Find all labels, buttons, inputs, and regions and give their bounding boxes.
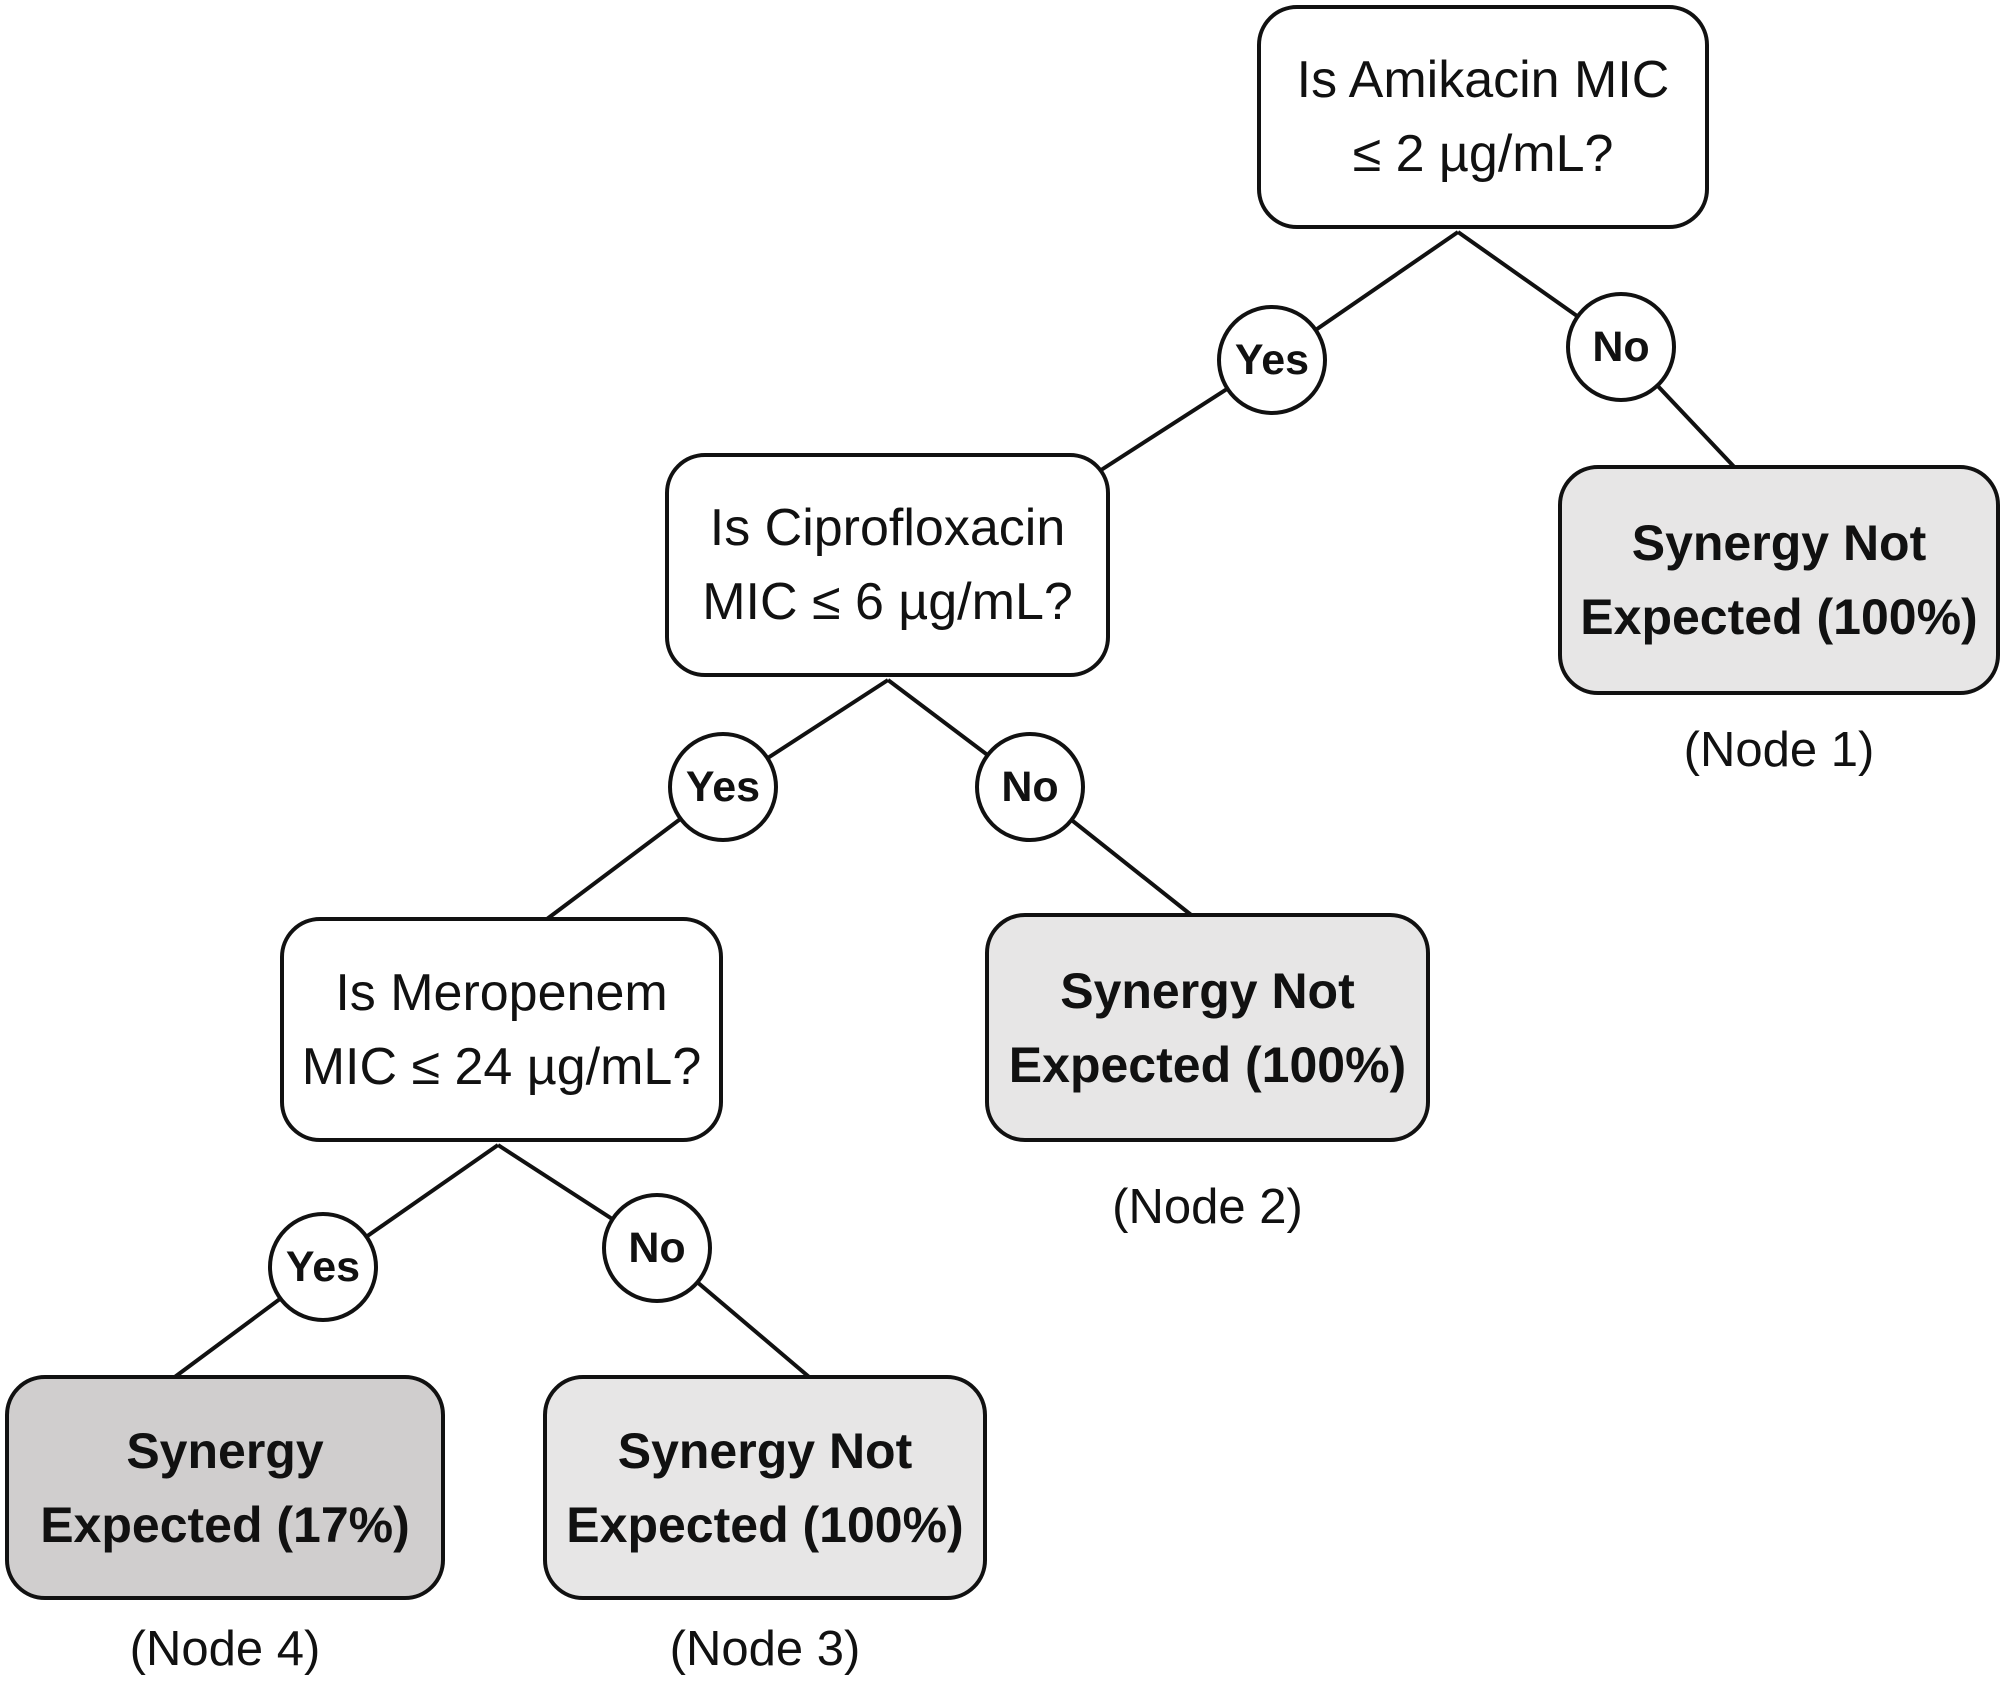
question-node-ciprofloxacin: Is Ciprofloxacin MIC ≤ 6 µg/mL? [665, 453, 1110, 677]
question-text-line: ≤ 2 µg/mL? [1352, 125, 1614, 183]
outcome-node-3: Synergy Not Expected (100%) [543, 1375, 987, 1600]
outcome-text-line: Expected (100%) [566, 1496, 964, 1553]
outcome-text-line: Synergy Not [1060, 962, 1355, 1019]
outcome-text-line: Expected (17%) [40, 1496, 410, 1553]
outcome-text-line: Synergy [126, 1422, 324, 1479]
outcome-text-line: Synergy Not [1631, 515, 1927, 571]
branch-no-1: No [1566, 292, 1676, 402]
outcome-text-line: Expected (100%) [1008, 1036, 1407, 1093]
question-node-meropenem: Is Meropenem MIC ≤ 24 µg/mL? [280, 917, 723, 1142]
question-text-line: Is Amikacin MIC [1296, 51, 1670, 109]
outcome-text-line: Synergy Not [617, 1422, 913, 1479]
question-text-line: MIC ≤ 6 µg/mL? [702, 573, 1073, 631]
branch-no-3: No [602, 1193, 712, 1303]
question-node-amikacin: Is Amikacin MIC ≤ 2 µg/mL? [1257, 5, 1709, 229]
outcome-node-2: Synergy Not Expected (100%) [985, 913, 1430, 1142]
node-4-label: (Node 4) [129, 1622, 321, 1676]
branch-no-2: No [975, 732, 1085, 842]
node-1-label: (Node 1) [1683, 723, 1875, 777]
node-2-label: (Node 2) [1112, 1180, 1303, 1234]
question-text-line: Is Ciprofloxacin [709, 499, 1066, 557]
branch-yes-3: Yes [268, 1212, 378, 1322]
branch-yes-1: Yes [1217, 305, 1327, 415]
outcome-text-line: Expected (100%) [1580, 589, 1978, 645]
question-text-line: Is Meropenem [335, 963, 668, 1022]
branch-yes-2: Yes [668, 732, 778, 842]
outcome-node-1: Synergy Not Expected (100%) [1558, 465, 2000, 695]
node-3-label: (Node 3) [669, 1622, 861, 1676]
question-text-line: MIC ≤ 24 µg/mL? [301, 1037, 702, 1096]
outcome-node-4: Synergy Expected (17%) [5, 1375, 445, 1600]
